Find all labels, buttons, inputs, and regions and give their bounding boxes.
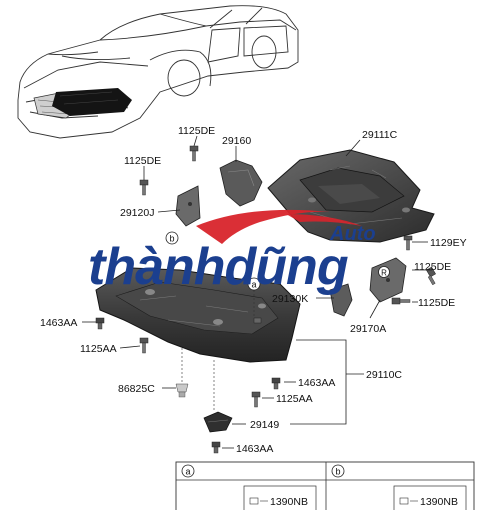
table-header-b: b: [331, 464, 345, 478]
label-1463aa-mid: 1463AA: [298, 377, 335, 389]
table-cell-b: 1390NB: [393, 485, 467, 510]
svg-text:b: b: [335, 467, 340, 477]
label-1125de-top: 1125DE: [178, 125, 215, 137]
clip-1463aa-bottom: [211, 441, 221, 454]
bolt-1125aa-mid: [251, 391, 261, 408]
watermark-sub: Auto: [329, 223, 376, 245]
label-29160: 29160: [222, 135, 251, 147]
label-29130k: 29130K: [272, 293, 308, 305]
grommet-icon: [249, 497, 259, 505]
bolt-1125de-right-b: [391, 297, 411, 305]
clip-86825c: [175, 383, 189, 398]
car-illustration: [17, 5, 299, 139]
part-labels: 29111C 1125DE 29160 1125DE 29120J 1129EY…: [40, 125, 467, 455]
bracket-29120j: [175, 185, 201, 227]
label-1125de-right-b: 1125DE: [418, 297, 455, 309]
clip-1463aa-left: [95, 317, 105, 330]
clip-on-plate: [253, 317, 262, 324]
bolt-1125aa-left: [139, 337, 149, 354]
callout-r: R: [378, 266, 390, 278]
label-1125de-right-a: 1125DE: [414, 261, 451, 273]
label-29120j: 29120J: [120, 207, 154, 219]
svg-text:a: a: [185, 467, 190, 477]
bolt-1125de-right-a: [426, 266, 436, 286]
table-cell-a: 1390NB: [243, 485, 317, 510]
deflector-29149: [203, 411, 233, 433]
label-1463aa-bottom: 1463AA: [236, 443, 273, 455]
fastener-table: a b 1390NB 1390NB: [175, 461, 475, 510]
label-29149: 29149: [250, 419, 279, 431]
grommet-icon: [399, 497, 409, 505]
label-86825c: 86825C: [118, 383, 155, 395]
bolt-1125de-top: [189, 145, 199, 162]
table-header-a: a: [181, 464, 195, 478]
fasteners: [95, 145, 436, 454]
bolt-1125de-left: [139, 179, 149, 196]
svg-text:1390NB: 1390NB: [420, 496, 458, 508]
label-29170a: 29170A: [350, 323, 386, 335]
clip-1463aa-mid: [271, 377, 281, 390]
watermark-logo: thànhdũng Auto: [88, 209, 376, 296]
svg-text:b: b: [169, 234, 174, 244]
label-1463aa-left: 1463AA: [40, 317, 77, 329]
callout-a: a: [247, 277, 261, 291]
label-29111c: 29111C: [362, 129, 398, 141]
bracket-29130k: [329, 283, 353, 317]
svg-text:1390NB: 1390NB: [270, 496, 308, 508]
svg-text:a: a: [251, 280, 256, 290]
front-under-cover-29110c: [95, 267, 301, 363]
label-1125de-left: 1125DE: [124, 155, 161, 167]
svg-text:R: R: [381, 269, 387, 278]
label-29110c: 29110C: [366, 369, 402, 381]
bracket-29170a: [369, 257, 407, 303]
label-1129ey: 1129EY: [430, 237, 467, 249]
leader-lines: [82, 135, 432, 449]
callout-b: b: [165, 231, 179, 245]
label-1125aa-mid: 1125AA: [276, 393, 313, 405]
label-1125aa-left: 1125AA: [80, 343, 117, 355]
bolt-1129ey: [403, 235, 413, 251]
watermark-text: thànhdũng: [88, 238, 348, 296]
bracket-29160: [219, 159, 263, 207]
